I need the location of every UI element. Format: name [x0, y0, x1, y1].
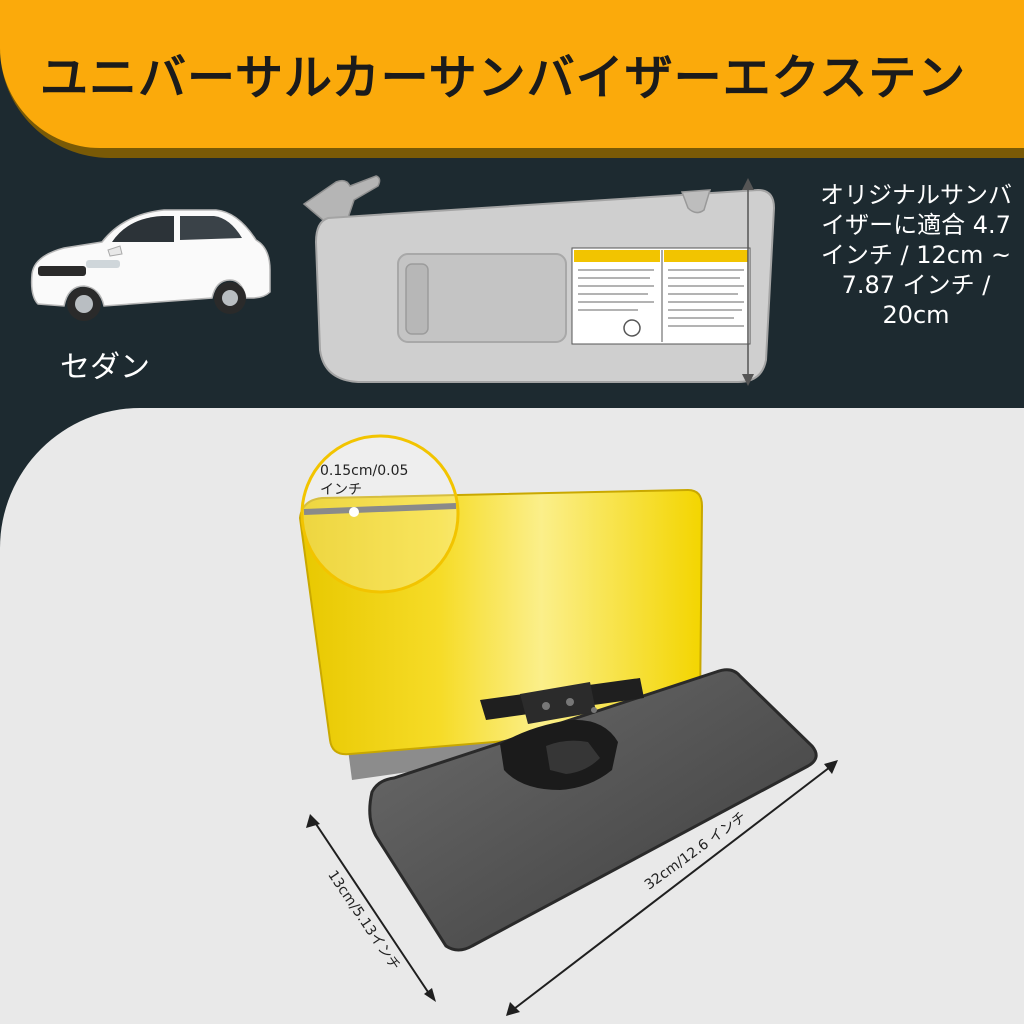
sedan-car-image — [30, 209, 271, 321]
visor-clip-slot — [680, 189, 712, 214]
height-arrow-bottom — [424, 988, 436, 1002]
original-sun-visor-image — [302, 175, 776, 386]
car-windshield — [112, 216, 174, 242]
height-arrow-top — [306, 814, 320, 828]
zoom-edge-detail — [303, 503, 457, 515]
warning-label — [571, 247, 751, 345]
width-arrow-start — [506, 1002, 520, 1016]
height-dimension-line — [311, 817, 433, 999]
vehicle-type-label: セダン — [60, 350, 150, 385]
fit-range-text: オリジナルサンバイザーに適合 4.7 インチ / 12cm ~ 7.87 インチ… — [820, 181, 1012, 329]
mount-screw-1 — [542, 702, 550, 710]
banner-fill — [0, 0, 1024, 148]
header-banner: ユニバーサルカーサンバイザーエクステン — [0, 0, 1024, 160]
thickness-label: 0.15cm/0.05 インチ — [320, 463, 409, 498]
airbag-pictogram — [623, 319, 641, 337]
height-arrow-bottom — [742, 374, 754, 386]
warning-label-stripe-left — [574, 250, 660, 262]
width-dimension-line — [509, 763, 835, 1013]
car-mirror — [107, 245, 123, 257]
zoom-edge-point — [349, 507, 359, 517]
warning-label-stripe-right — [664, 250, 748, 262]
car-front-rim — [75, 295, 93, 313]
height-arrow-top — [742, 178, 754, 190]
car-side-window — [180, 216, 242, 240]
visor-extender-image — [298, 434, 838, 1016]
car-grille — [38, 266, 86, 276]
width-arrow-end — [824, 760, 838, 774]
car-headlight — [86, 260, 120, 268]
thickness-zoom-circle — [300, 434, 460, 594]
visor-mirror-cover — [397, 253, 567, 343]
mount-joint — [520, 682, 596, 724]
mount-screw-3 — [591, 707, 597, 713]
car-rear-rim — [222, 290, 238, 306]
dark-day-lens — [368, 668, 818, 952]
page-title: ユニバーサルカーサンバイザーエクステン — [40, 50, 967, 106]
visor-mount-hinge — [302, 175, 381, 227]
mount-screw-2 — [566, 698, 574, 706]
mount-clip-hook — [546, 740, 600, 774]
warning-label-text-lines — [578, 269, 744, 327]
visor-mirror-handle — [405, 263, 429, 335]
